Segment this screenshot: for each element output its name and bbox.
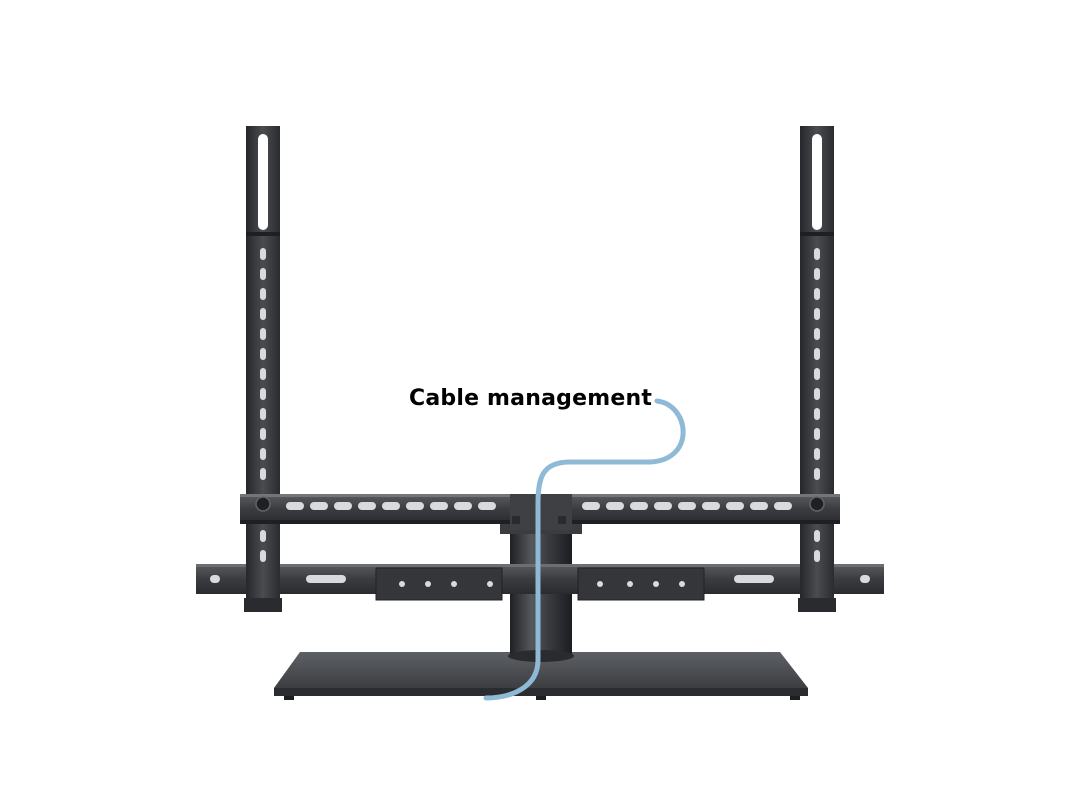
cable-management-label: Cable management bbox=[409, 386, 653, 411]
cable-route-line bbox=[483, 398, 686, 701]
left-upright bbox=[244, 126, 282, 612]
right-upright bbox=[798, 126, 836, 612]
base-plate bbox=[274, 652, 808, 700]
